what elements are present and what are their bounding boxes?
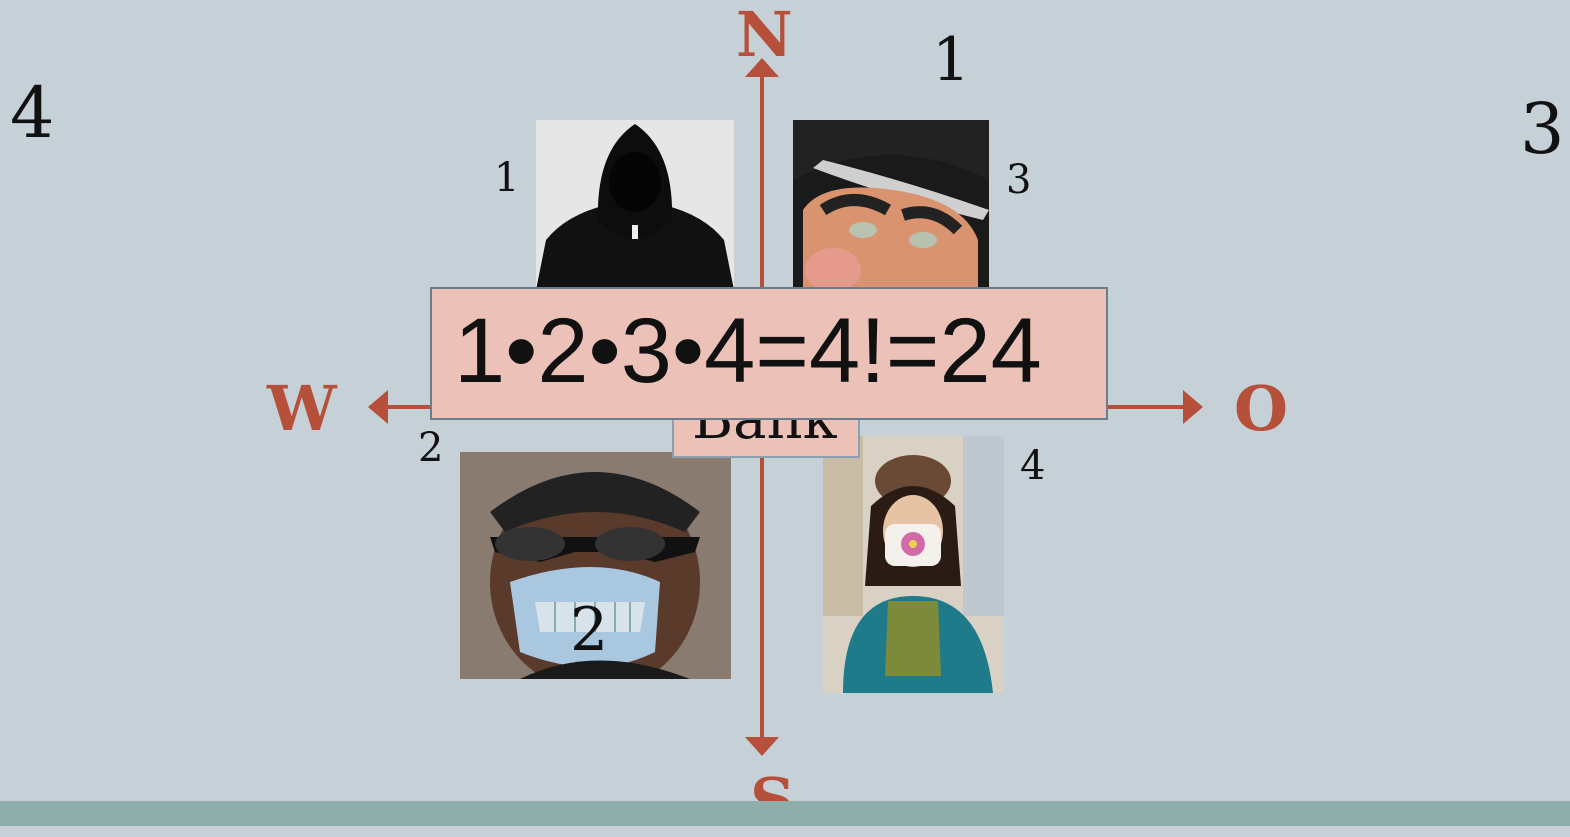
center-overlay-number: 2 bbox=[570, 600, 608, 660]
compass-west: W bbox=[267, 378, 337, 440]
formula-box: 1•2•3•4=4!=24 bbox=[430, 287, 1108, 420]
corner-number-left: 4 bbox=[10, 78, 55, 148]
arrow-left-icon bbox=[368, 390, 388, 424]
corner-number-right: 3 bbox=[1520, 94, 1565, 164]
compass-east: O bbox=[1234, 378, 1288, 440]
arrow-down-icon bbox=[745, 737, 779, 756]
photo-label-1: 1 bbox=[494, 158, 519, 198]
photo-label-4: 4 bbox=[1020, 446, 1045, 486]
photo-label-3: 3 bbox=[1006, 160, 1031, 200]
factorial-formula: 1•2•3•4=4!=24 bbox=[454, 301, 1042, 402]
old-man-mask-photo bbox=[793, 120, 989, 290]
compass-north: N bbox=[736, 4, 793, 66]
photo-label-2: 2 bbox=[418, 428, 443, 468]
hooded-figure-photo bbox=[536, 120, 734, 290]
bank-label: Bank bbox=[692, 418, 837, 448]
bank-label-box: Bank bbox=[672, 418, 860, 458]
corner-number-top: 1 bbox=[932, 30, 970, 90]
bottom-bar bbox=[0, 801, 1570, 826]
arrow-right-icon bbox=[1183, 390, 1203, 424]
flower-mask-girl-photo bbox=[823, 436, 1004, 693]
